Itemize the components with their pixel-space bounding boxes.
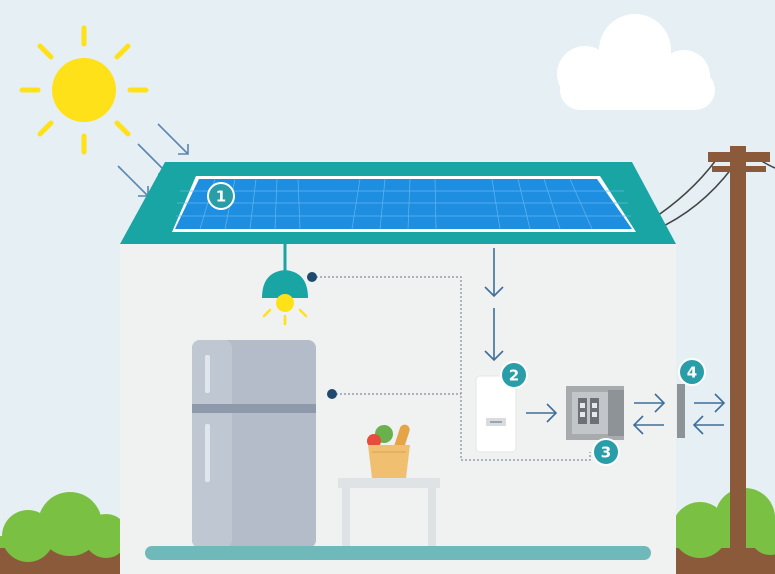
panel-to-inverter-arrow [484, 248, 504, 362]
grocery-bag-icon [367, 424, 410, 478]
badge-1-panels: 1 [207, 182, 235, 210]
floor-rail [145, 546, 651, 560]
badge-4-label: 4 [687, 364, 697, 382]
badge-1-label: 1 [216, 188, 226, 206]
badge-3-label: 3 [601, 444, 611, 462]
breaker-meter-arrows [632, 393, 666, 435]
breaker-box-icon [566, 386, 624, 440]
refrigerator-icon [192, 340, 316, 548]
badge-4-meter: 4 [678, 358, 706, 386]
badge-3-breaker: 3 [592, 438, 620, 466]
inverter-to-breaker-arrow [526, 403, 558, 423]
sun-icon [19, 25, 149, 155]
badge-2-label: 2 [509, 367, 519, 385]
side-table [338, 478, 440, 548]
bush-left [0, 492, 128, 562]
meter-grid-arrows [692, 393, 726, 435]
cloud-icon [557, 14, 715, 110]
meter-icon [677, 384, 685, 438]
solar-panel-icon [172, 176, 636, 232]
badge-2-inverter: 2 [500, 361, 528, 389]
ceiling-lamp-icon [262, 244, 308, 326]
inverter-icon [475, 375, 517, 453]
fridge-connection-dot [327, 389, 337, 399]
wiring [312, 276, 591, 461]
lamp-connection-dot [307, 272, 317, 282]
